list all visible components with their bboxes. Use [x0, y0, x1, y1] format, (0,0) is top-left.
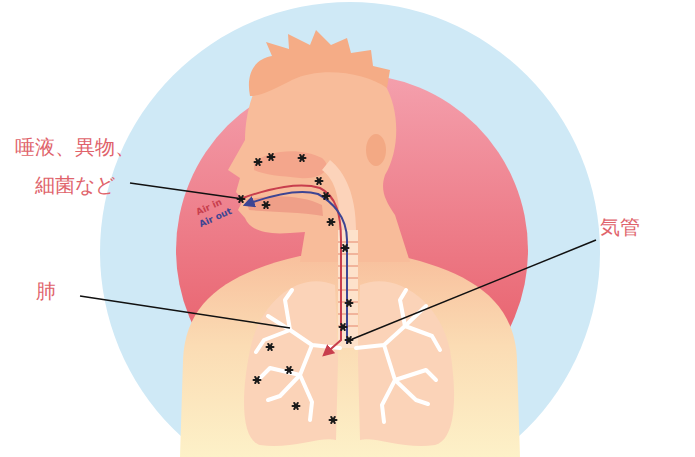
particle: [340, 324, 347, 330]
particle: [323, 193, 330, 199]
particle-stroke: [264, 202, 268, 208]
particle: [255, 159, 262, 165]
particle-stroke: [341, 324, 345, 330]
particle-stroke: [300, 155, 304, 161]
particle: [254, 377, 261, 383]
particle-stroke: [317, 178, 321, 184]
bronchus: [268, 316, 340, 348]
particle-stroke: [256, 159, 260, 165]
leader-line: [80, 296, 290, 328]
particle: [342, 245, 349, 251]
particle-stroke: [347, 300, 351, 306]
particle-stroke: [300, 155, 304, 161]
particle: [286, 367, 293, 373]
bronchus: [356, 306, 426, 348]
particle-stroke: [329, 219, 333, 225]
particle-stroke: [331, 417, 335, 423]
hair: [249, 30, 390, 96]
particle-stroke: [317, 178, 321, 184]
particle: [263, 202, 270, 208]
particle-stroke: [269, 154, 273, 160]
bronchus: [300, 375, 312, 420]
particle-stroke: [341, 324, 345, 330]
particle: [268, 154, 275, 160]
particle-stroke: [324, 193, 328, 199]
leader-line: [350, 240, 596, 340]
leader-lines: [80, 183, 596, 340]
particle: [316, 178, 323, 184]
organ-label: 気管: [600, 214, 640, 240]
particle-stroke: [324, 193, 328, 199]
air-out-arrow: [245, 192, 347, 344]
ear: [366, 134, 386, 166]
particle-stroke: [294, 403, 298, 409]
left-lung: [244, 281, 338, 446]
particle-stroke: [343, 245, 347, 251]
particle: [293, 403, 300, 409]
bronchus: [256, 330, 290, 352]
particle-stroke: [268, 344, 272, 350]
callout-label: 唾液、異物、 細菌など: [5, 128, 145, 204]
particle-stroke: [294, 403, 298, 409]
bronchus: [285, 290, 292, 330]
air-in-arrow: [243, 186, 341, 355]
bronchus: [260, 368, 300, 378]
particle-stroke: [347, 300, 351, 306]
bronchus: [400, 290, 406, 326]
particle-stroke: [329, 219, 333, 225]
particle-stroke: [331, 417, 335, 423]
particle-stroke: [255, 377, 259, 383]
background-circle: [100, 2, 600, 457]
particle-stroke: [287, 367, 291, 373]
particle-stroke: [268, 344, 272, 350]
organ-label: 肺: [36, 278, 56, 304]
particle-stroke: [264, 202, 268, 208]
particle-stroke: [343, 245, 347, 251]
particle-stroke: [287, 367, 291, 373]
right-lung: [358, 281, 454, 446]
nasal-cavity: [254, 151, 327, 178]
oral-cavity: [246, 196, 323, 216]
particles: [238, 154, 353, 423]
bronchus: [382, 380, 395, 422]
particle: [330, 417, 337, 423]
particle: [267, 344, 274, 350]
particle-stroke: [255, 377, 259, 383]
particle: [346, 300, 353, 306]
bronchus: [405, 326, 440, 350]
particle: [299, 155, 306, 161]
particle-stroke: [269, 154, 273, 160]
leader-line: [130, 183, 243, 199]
bronchus: [395, 370, 436, 380]
particle: [328, 219, 335, 225]
particle-stroke: [256, 159, 260, 165]
